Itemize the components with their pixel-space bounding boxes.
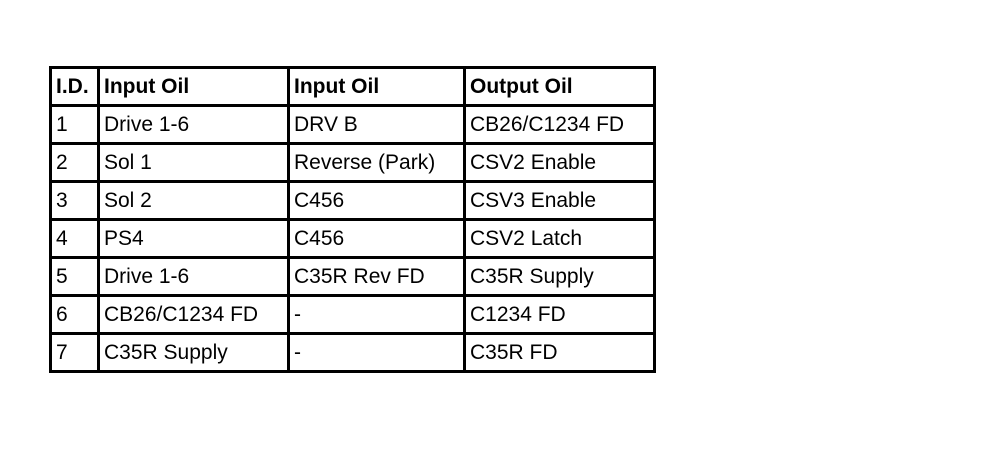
cell-id: 4 [49,218,100,259]
cell-input-oil-2: Reverse (Park) [287,142,466,183]
cell-input-oil-1: Drive 1-6 [97,104,290,145]
cell-input-oil-1: C35R Supply [97,332,290,373]
oil-circuit-table: I.D. Input Oil Input Oil Output Oil 1 Dr… [49,66,656,373]
cell-input-oil-1: Drive 1-6 [97,256,290,297]
table-row: 7 C35R Supply - C35R FD [49,332,656,373]
cell-input-oil-2: C35R Rev FD [287,256,466,297]
cell-input-oil-1: Sol 1 [97,142,290,183]
cell-input-oil-2: - [287,332,466,373]
cell-input-oil-2: DRV B [287,104,466,145]
header-id: I.D. [49,66,100,107]
cell-id: 7 [49,332,100,373]
table-row: 3 Sol 2 C456 CSV3 Enable [49,180,656,221]
header-input-oil-1: Input Oil [97,66,290,107]
cell-input-oil-1: PS4 [97,218,290,259]
table-row: 2 Sol 1 Reverse (Park) CSV2 Enable [49,142,656,183]
cell-id: 3 [49,180,100,221]
cell-input-oil-2: - [287,294,466,335]
cell-input-oil-1: CB26/C1234 FD [97,294,290,335]
cell-id: 2 [49,142,100,183]
cell-output-oil: CSV2 Enable [463,142,656,183]
table-row: 1 Drive 1-6 DRV B CB26/C1234 FD [49,104,656,145]
cell-id: 5 [49,256,100,297]
cell-id: 1 [49,104,100,145]
table-row: 5 Drive 1-6 C35R Rev FD C35R Supply [49,256,656,297]
cell-output-oil: C1234 FD [463,294,656,335]
cell-input-oil-2: C456 [287,218,466,259]
header-output-oil: Output Oil [463,66,656,107]
cell-output-oil: C35R FD [463,332,656,373]
cell-id: 6 [49,294,100,335]
cell-output-oil: CB26/C1234 FD [463,104,656,145]
table-row: 4 PS4 C456 CSV2 Latch [49,218,656,259]
cell-output-oil: CSV2 Latch [463,218,656,259]
table-header-row: I.D. Input Oil Input Oil Output Oil [49,66,656,107]
cell-output-oil: C35R Supply [463,256,656,297]
cell-input-oil-1: Sol 2 [97,180,290,221]
cell-output-oil: CSV3 Enable [463,180,656,221]
header-input-oil-2: Input Oil [287,66,466,107]
cell-input-oil-2: C456 [287,180,466,221]
table-row: 6 CB26/C1234 FD - C1234 FD [49,294,656,335]
